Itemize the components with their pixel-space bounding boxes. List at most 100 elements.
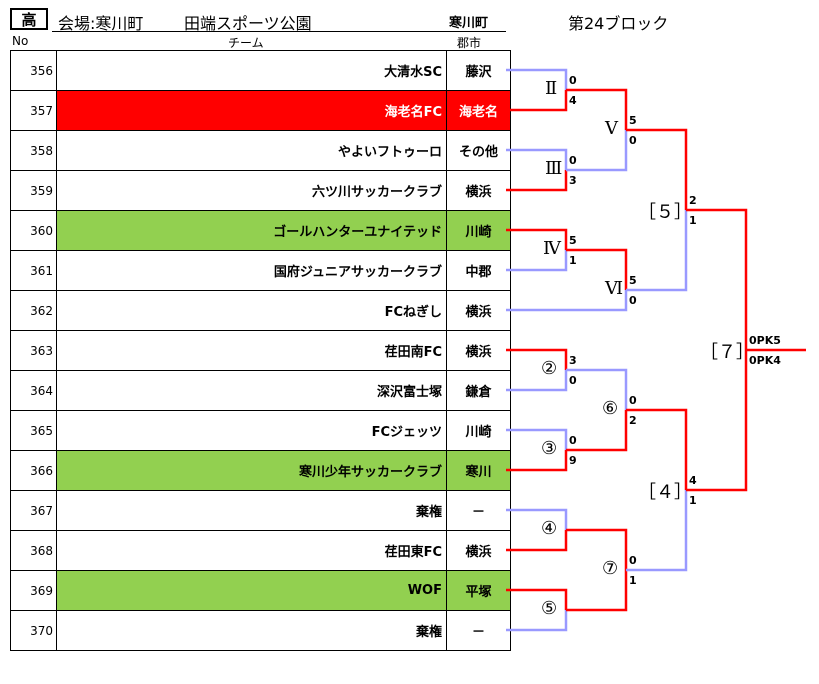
score-c2-bot: 0 [569, 374, 577, 387]
line-363 [506, 348, 568, 370]
line-c3-out [566, 410, 628, 452]
team-number: 356 [10, 50, 57, 91]
col-city: 郡市 [457, 36, 482, 50]
match-label-c6: ⑥ [602, 398, 619, 419]
score-b4-top: 4 [689, 474, 697, 487]
match-label-6: Ⅵ [605, 278, 624, 299]
line-c5-out [566, 570, 628, 612]
team-city: 横浜 [446, 530, 511, 571]
team-name: 国府ジュニアサッカークラブ [56, 250, 447, 291]
score-b4-bot: 1 [689, 494, 697, 507]
team-number: 363 [10, 330, 57, 371]
match-label-b7: ［７］ [700, 342, 754, 363]
line-357 [506, 90, 568, 112]
score-m3-bot: 3 [569, 174, 577, 187]
line-m5-out [626, 128, 688, 210]
score-m2-top: 0 [569, 74, 577, 87]
team-name: 棄権 [56, 490, 447, 531]
score-c6-top: 0 [629, 394, 637, 407]
score-c7-top: 0 [629, 554, 637, 567]
col-no: No [12, 34, 29, 48]
line-368 [506, 530, 568, 552]
score-m5-top: 5 [629, 114, 637, 127]
team-number: 366 [10, 450, 57, 491]
score-m4-bot: 1 [569, 254, 577, 267]
team-city: 中郡 [446, 250, 511, 291]
block-title: 第24ブロック [568, 14, 669, 33]
line-370 [506, 610, 568, 632]
team-name: やよいフトゥーロ [56, 130, 447, 171]
score-final-top: 0PK5 [749, 334, 781, 347]
score-m6-bot: 0 [629, 294, 637, 307]
line-m4-out [566, 248, 628, 290]
match-label-3: Ⅲ [545, 158, 563, 179]
match-label-4: Ⅳ [543, 238, 561, 259]
match-label-b5: ［５］ [638, 202, 692, 223]
team-city: － [446, 490, 511, 531]
match-label-c4: ④ [541, 518, 558, 539]
match-label-5: Ⅴ [605, 118, 618, 139]
team-city: 鎌倉 [446, 370, 511, 411]
score-m4-top: 5 [569, 234, 577, 247]
score-m5-bot: 0 [629, 134, 637, 147]
line-358 [506, 148, 568, 170]
line-b5-out [686, 208, 748, 350]
match-label-2: Ⅱ [545, 78, 558, 99]
team-city: － [446, 610, 511, 651]
match-label-c7: ⑦ [602, 558, 619, 579]
team-number: 364 [10, 370, 57, 411]
line-c7-out [626, 490, 688, 572]
line-m2-out [566, 88, 628, 130]
team-city: 横浜 [446, 330, 511, 371]
team-name: 棄権 [56, 610, 447, 651]
line-369 [506, 588, 568, 610]
match-label-b4: ［４］ [638, 482, 692, 503]
team-name: 六ツ川サッカークラブ [56, 170, 447, 211]
line-366 [506, 450, 568, 472]
team-number: 367 [10, 490, 57, 531]
score-b5-bot: 1 [689, 214, 697, 227]
score-c3-bot: 9 [569, 454, 577, 467]
team-number: 362 [10, 290, 57, 331]
team-city: その他 [446, 130, 511, 171]
line-361 [506, 250, 568, 272]
line-360 [506, 228, 568, 250]
line-c6-out [626, 408, 688, 490]
town-label: 寒川町 [449, 16, 489, 31]
score-c7-bot: 1 [629, 574, 637, 587]
team-city: 川崎 [446, 410, 511, 451]
line-m3-out [566, 130, 628, 172]
line-356 [506, 68, 568, 90]
team-city: 平塚 [446, 570, 511, 611]
team-number: 369 [10, 570, 57, 611]
score-c2-top: 3 [569, 354, 577, 367]
team-number: 361 [10, 250, 57, 291]
team-name: 海老名FC [56, 90, 447, 131]
score-m6-top: 5 [629, 274, 637, 287]
score-m2-bot: 4 [569, 94, 577, 107]
team-city: 川崎 [446, 210, 511, 251]
team-city: 海老名 [446, 90, 511, 131]
line-m6-out [626, 210, 688, 292]
category-badge: 高 [10, 8, 48, 30]
score-c6-bot: 2 [629, 414, 637, 427]
team-number: 370 [10, 610, 57, 651]
team-name: WOF [56, 570, 447, 611]
team-number: 359 [10, 170, 57, 211]
line-c2-out [566, 368, 628, 410]
line-367 [506, 508, 568, 530]
team-city: 藤沢 [446, 50, 511, 91]
line-b4-out [686, 350, 748, 492]
line-359 [506, 170, 568, 192]
team-number: 358 [10, 130, 57, 171]
line-365 [506, 428, 568, 450]
match-label-c2: ② [541, 358, 558, 379]
